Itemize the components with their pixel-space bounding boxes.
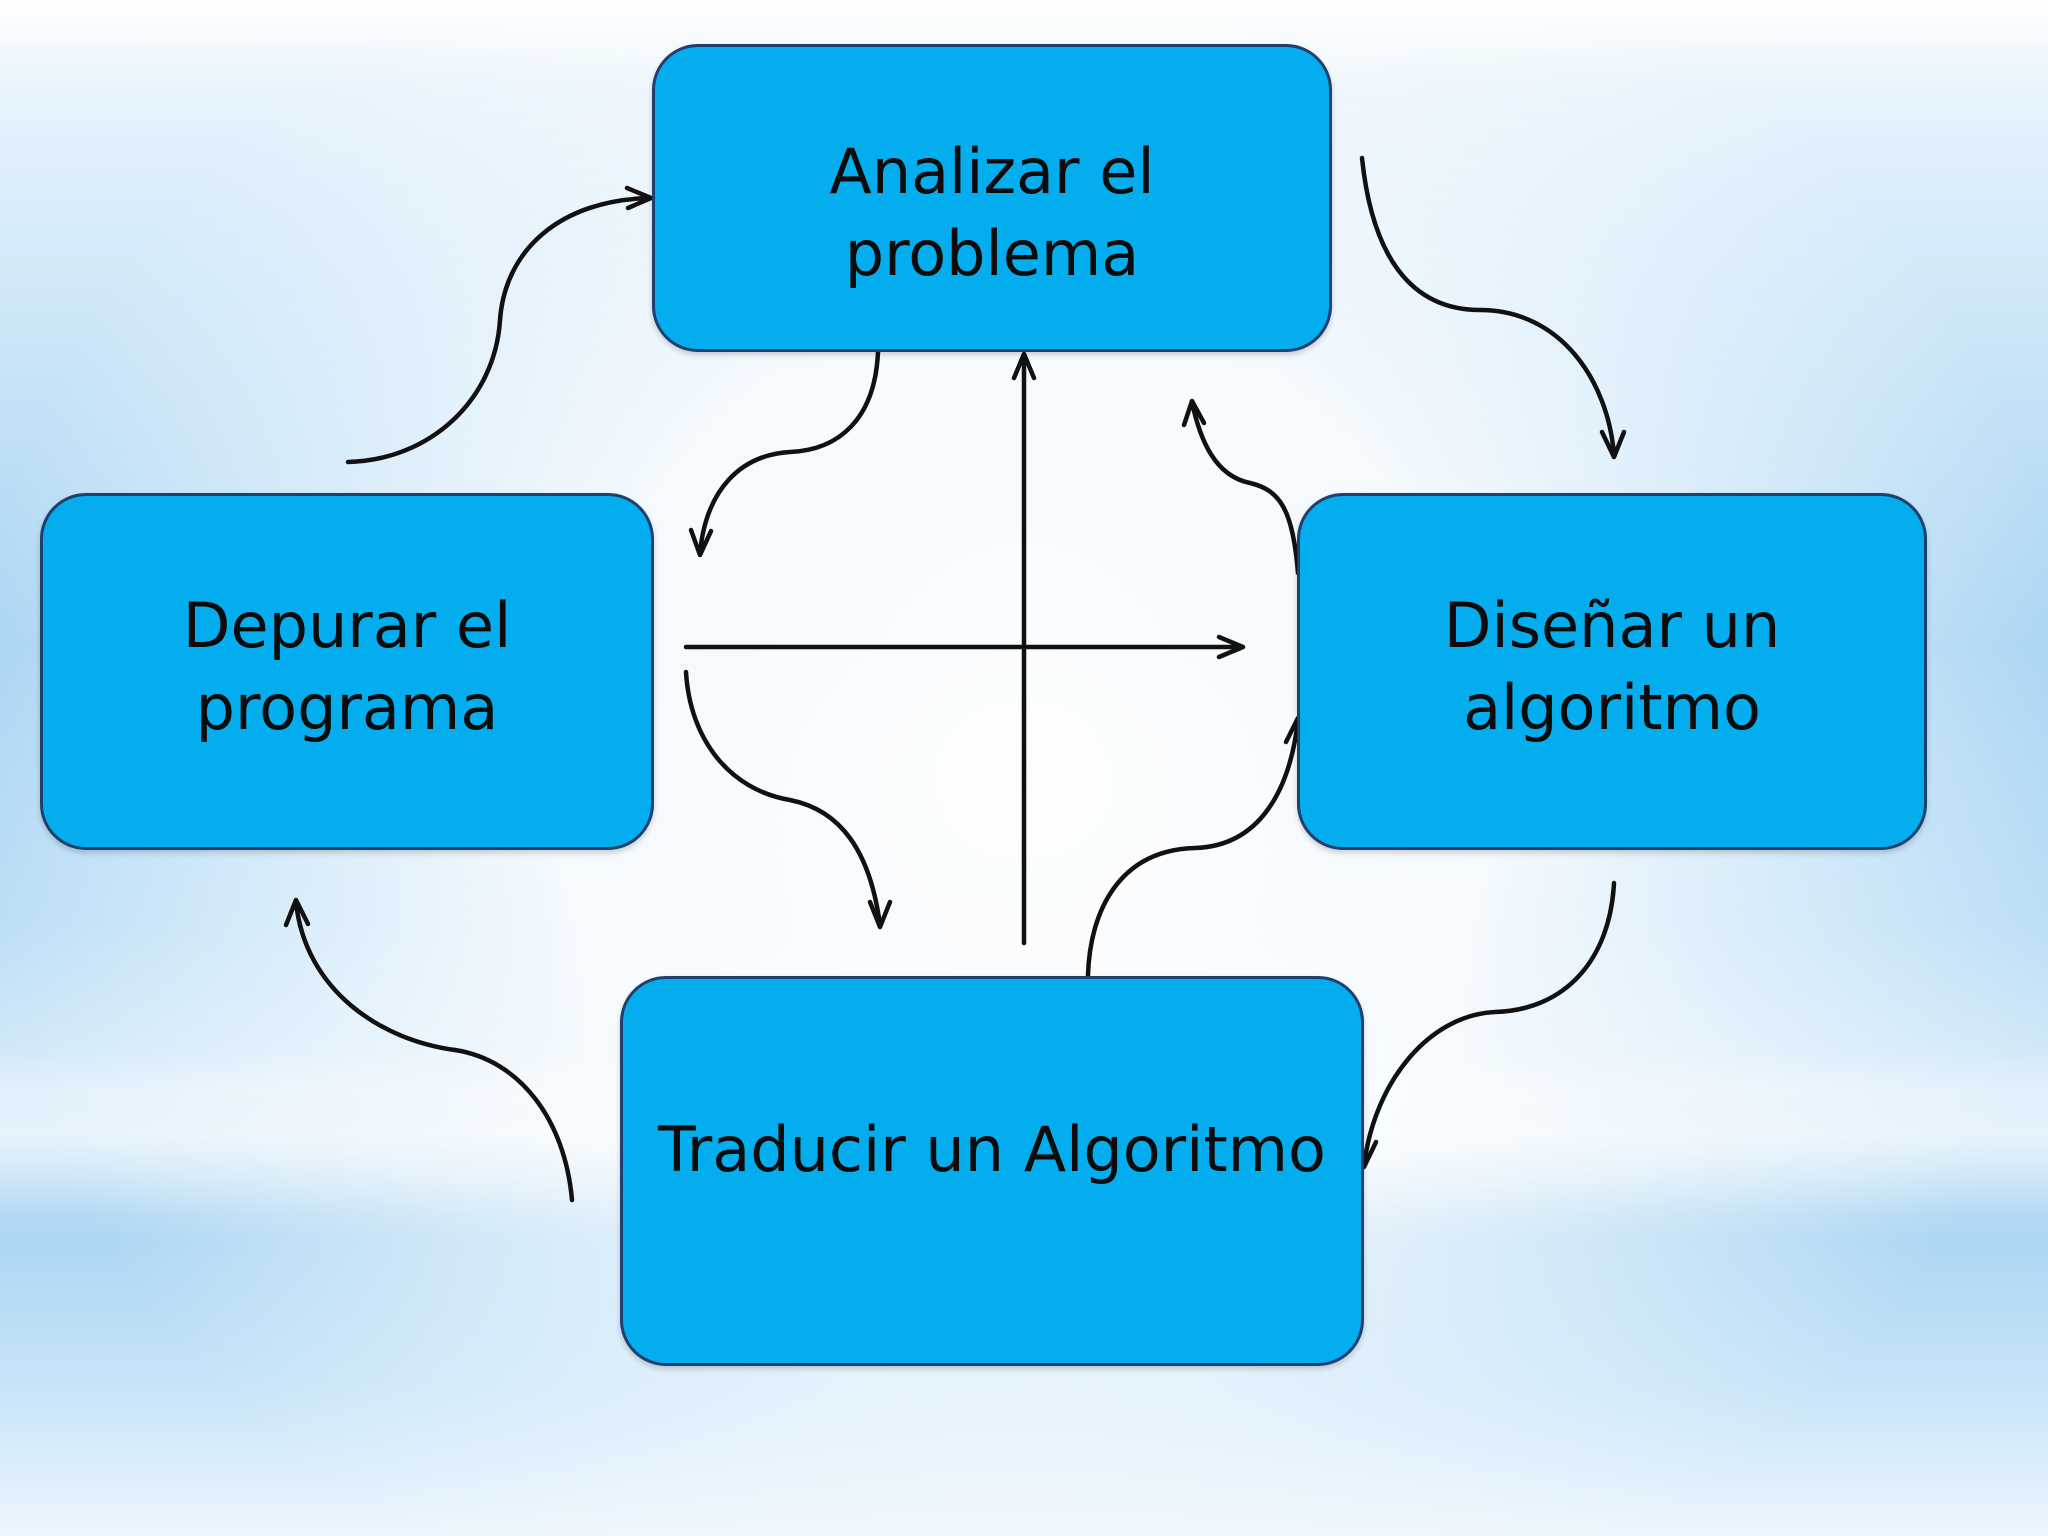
arrow-disenar-to-analizar-head <box>1181 398 1207 428</box>
arrow-depurar-to-analizar <box>345 195 653 465</box>
arrow-analizar-to-depurar <box>697 349 881 556</box>
node-traducir-label: Traducir un Algoritmo <box>658 1113 1326 1186</box>
arrow-analizar-to-disenar-head <box>1599 429 1627 460</box>
arrow-depurar-to-analizar-head <box>624 185 654 211</box>
arrow-disenar-to-analizar <box>1189 399 1301 576</box>
arrow-analizar-to-disenar <box>1359 155 1617 458</box>
arrow-traducir-to-depurar-head <box>283 897 311 928</box>
arrow-analizar-to-depurar-head <box>688 527 714 558</box>
arrow-depurar-to-disenar-head <box>1216 634 1246 660</box>
arrow-depurar-to-traducir-head <box>867 899 893 930</box>
arrow-disenar-to-traducir <box>1361 880 1617 1168</box>
node-traducir-un-algoritmo: Traducir un Algoritmo <box>620 976 1364 1366</box>
arrow-depurar-to-traducir <box>683 669 883 928</box>
arrow-traducir-to-depurar <box>293 899 575 1203</box>
arrow-traducir-to-analizar-head <box>1011 351 1037 381</box>
arrow-traducir-to-disenar <box>1085 717 1301 978</box>
